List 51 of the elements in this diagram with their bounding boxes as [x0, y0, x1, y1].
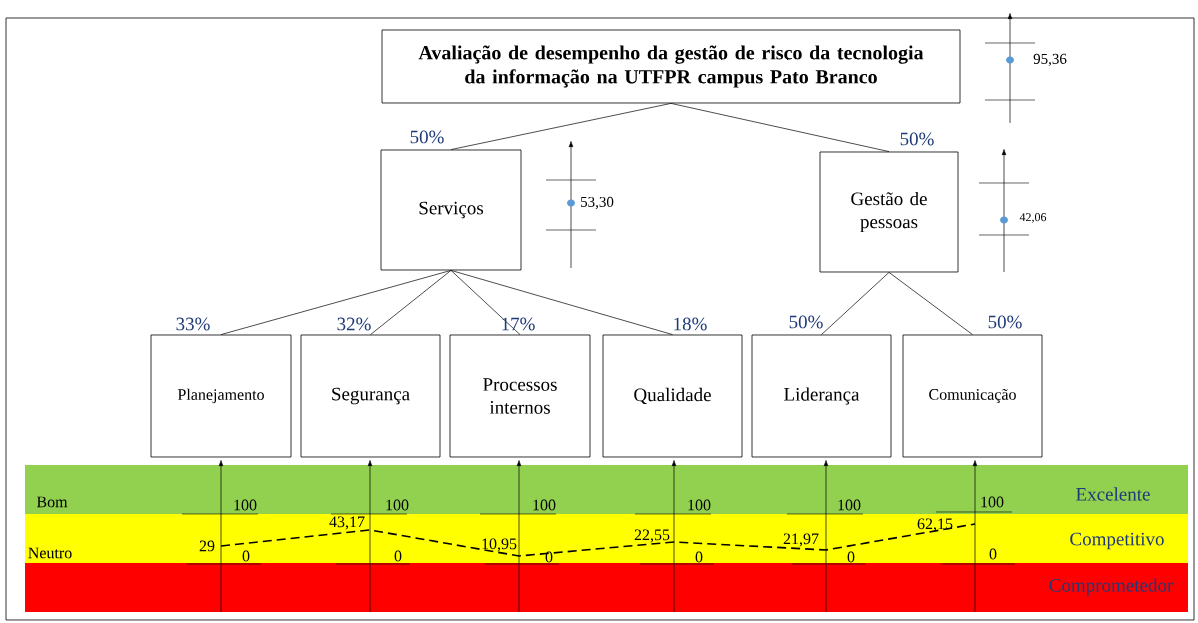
process-box: Liderança [751, 334, 892, 458]
weight-label: 33% [176, 317, 210, 331]
scale-label: 0 [847, 551, 855, 563]
band-label: Comprometedor [1049, 578, 1174, 596]
scale-label: 0 [394, 550, 402, 562]
scale-label: 100 [838, 499, 861, 511]
value-label: 95,36 [1033, 53, 1067, 67]
process-box: Gestão de pessoas [819, 151, 959, 273]
process-box: Processos internos [449, 334, 591, 458]
weight-label: 50% [789, 315, 823, 329]
value-label: 53,30 [581, 196, 614, 210]
connector-line [821, 272, 890, 335]
connector-line [370, 270, 452, 335]
weight-label: 50% [988, 315, 1022, 329]
weight-label: 17% [502, 317, 535, 331]
value-label: 42,06 [1019, 213, 1047, 223]
connector-line [450, 270, 521, 335]
scale-label: Neutro [28, 547, 72, 559]
scale-label: 100 [981, 496, 1004, 508]
connector-line [450, 270, 673, 335]
weight-label: 32% [337, 317, 371, 331]
scale-label: 43,17 [329, 516, 365, 530]
weight-label: 50% [900, 132, 934, 146]
scale-label: 0 [545, 551, 553, 563]
scale-label: 22,55 [634, 529, 670, 543]
process-box: Serviços [380, 149, 522, 271]
band-label: Competitivo [1070, 532, 1164, 550]
scale-label: 0 [242, 550, 250, 562]
connector-line [888, 272, 973, 335]
weight-label: 18% [674, 317, 707, 331]
weight-label: 50% [410, 130, 444, 144]
scale-label: 100 [386, 499, 409, 511]
connector-line [670, 103, 890, 152]
scale-label: 100 [688, 499, 711, 511]
process-box: Qualidade [602, 334, 743, 458]
connector-line [220, 270, 452, 335]
process-box: Planejamento [150, 334, 292, 458]
scale-label: 0 [695, 551, 703, 563]
scale-label: 29 [199, 540, 215, 552]
scale-label: 100 [533, 499, 556, 511]
scale-label: 10,95 [482, 538, 517, 552]
connector-line [450, 103, 672, 150]
process-box: Avaliação de desempenho da gestão de risco da tecnologia da informação na UTFPR campus Pato Branco [381, 29, 961, 104]
scale-label: 100 [234, 499, 257, 511]
scale-label: Bom [36, 496, 68, 508]
scale-label: 62,15 [917, 518, 953, 532]
scale-label: 0 [989, 548, 997, 560]
process-box: Comunicação [902, 334, 1043, 458]
scale-label: 21,97 [783, 533, 819, 547]
band-label: Excelente [1076, 487, 1150, 501]
process-box: Segurança [300, 334, 441, 458]
